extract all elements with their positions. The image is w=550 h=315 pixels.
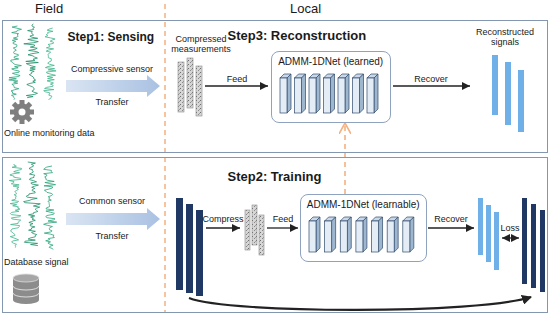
layer-side [360, 74, 364, 113]
arrow-label: Transfer [95, 97, 128, 107]
arrow-label: Compress [202, 214, 243, 224]
gear-hole [19, 109, 26, 116]
arrow-label: Compressive sensor [71, 64, 153, 74]
data-label: Compressed measurements [168, 34, 234, 55]
layer-side [331, 74, 335, 113]
signal-waveform [24, 162, 41, 246]
layer-side [287, 74, 291, 113]
layer-side [316, 217, 320, 252]
network-name: ADMM-1DNet (learnable) [307, 199, 420, 211]
flow-arrow [502, 237, 519, 238]
original-bar [176, 198, 183, 290]
panel-box: Step2: TrainingADMM-1DNet (learnable) [2, 157, 548, 313]
arrow-label: Feed [273, 214, 294, 224]
source-label: Database signal [4, 257, 69, 267]
signal-waveform [44, 166, 57, 250]
compressed-bar [178, 62, 184, 112]
network-name: ADMM-1DNet (learned) [278, 56, 383, 68]
layer-side [345, 74, 349, 113]
layer-front [367, 78, 374, 113]
layer-front [338, 78, 345, 113]
zone-label: Field [35, 2, 63, 17]
layer-side [410, 217, 414, 252]
layer-front [324, 78, 331, 113]
layer-front [387, 221, 394, 252]
original-bar [186, 204, 193, 293]
compressed-bar [187, 58, 193, 108]
layer-side [394, 217, 398, 252]
flow-arrow [206, 227, 240, 228]
layer-front [353, 78, 360, 113]
layer-side [302, 74, 306, 113]
signal-waveform [9, 26, 22, 100]
step-heading: Step3: Reconstruction [228, 29, 367, 44]
database-ring [13, 286, 39, 290]
transfer-weights-arrow [344, 123, 346, 194]
reconstructed-bar [505, 62, 511, 125]
reconstructed-bar [518, 70, 524, 132]
flow-arrow [205, 85, 268, 86]
signal-waveform [24, 24, 39, 98]
loop-arrow [189, 297, 531, 310]
zone-label: Local [290, 2, 321, 17]
network-box: ADMM-1DNet (learned) [271, 51, 391, 123]
original-bar [531, 204, 536, 288]
layer-front [356, 221, 363, 252]
compressed-bar [245, 210, 250, 250]
step-heading: Step2: Training [228, 170, 322, 185]
field-local-divider [164, 4, 166, 313]
signal-waveform [9, 164, 21, 248]
flow-arrow [428, 227, 474, 228]
reconstructed-bar [492, 55, 498, 115]
gear-icon [14, 104, 31, 121]
layer-front [325, 221, 332, 252]
signal-waveform [44, 28, 56, 100]
layer-front [403, 221, 410, 252]
reconstructed-bar [486, 205, 491, 262]
arrow-label: Recover [414, 74, 448, 84]
network-box: ADMM-1DNet (learnable) [300, 194, 427, 262]
source-label: Online monitoring data [4, 128, 95, 138]
compressed-bar [259, 215, 264, 255]
reconstructed-bar [478, 198, 483, 255]
arrow-label: Feed [227, 74, 248, 84]
reconstructed-bar [494, 212, 499, 270]
layer-front [372, 221, 379, 252]
layer-front [309, 78, 316, 113]
flow-arrow [267, 227, 298, 228]
database-top [13, 274, 39, 282]
layer-side [347, 217, 351, 252]
loss-label: Loss [500, 223, 519, 233]
layer-side [316, 74, 320, 113]
arrow-label: Transfer [95, 231, 128, 241]
compressed-bar [252, 205, 257, 245]
original-bar [522, 198, 527, 284]
layer-front [340, 221, 347, 252]
layer-side [379, 217, 383, 252]
layer-side [332, 217, 336, 252]
data-label: Reconstructed signals [470, 27, 540, 48]
layer-front [280, 78, 287, 113]
layer-front [309, 221, 316, 252]
layer-side [374, 74, 378, 113]
database-ring [13, 293, 39, 297]
transfer-arrow [66, 75, 160, 97]
original-bar [196, 210, 203, 296]
arrow-label: Recover [434, 214, 468, 224]
original-bar [540, 210, 545, 292]
transfer-arrow [66, 208, 160, 230]
layer-front [295, 78, 302, 113]
layer-side [363, 217, 367, 252]
arrow-label: Common sensor [79, 196, 145, 206]
flow-arrow [393, 85, 470, 86]
step-heading: Step1: Sensing [68, 31, 155, 45]
compressed-bar [196, 66, 202, 116]
